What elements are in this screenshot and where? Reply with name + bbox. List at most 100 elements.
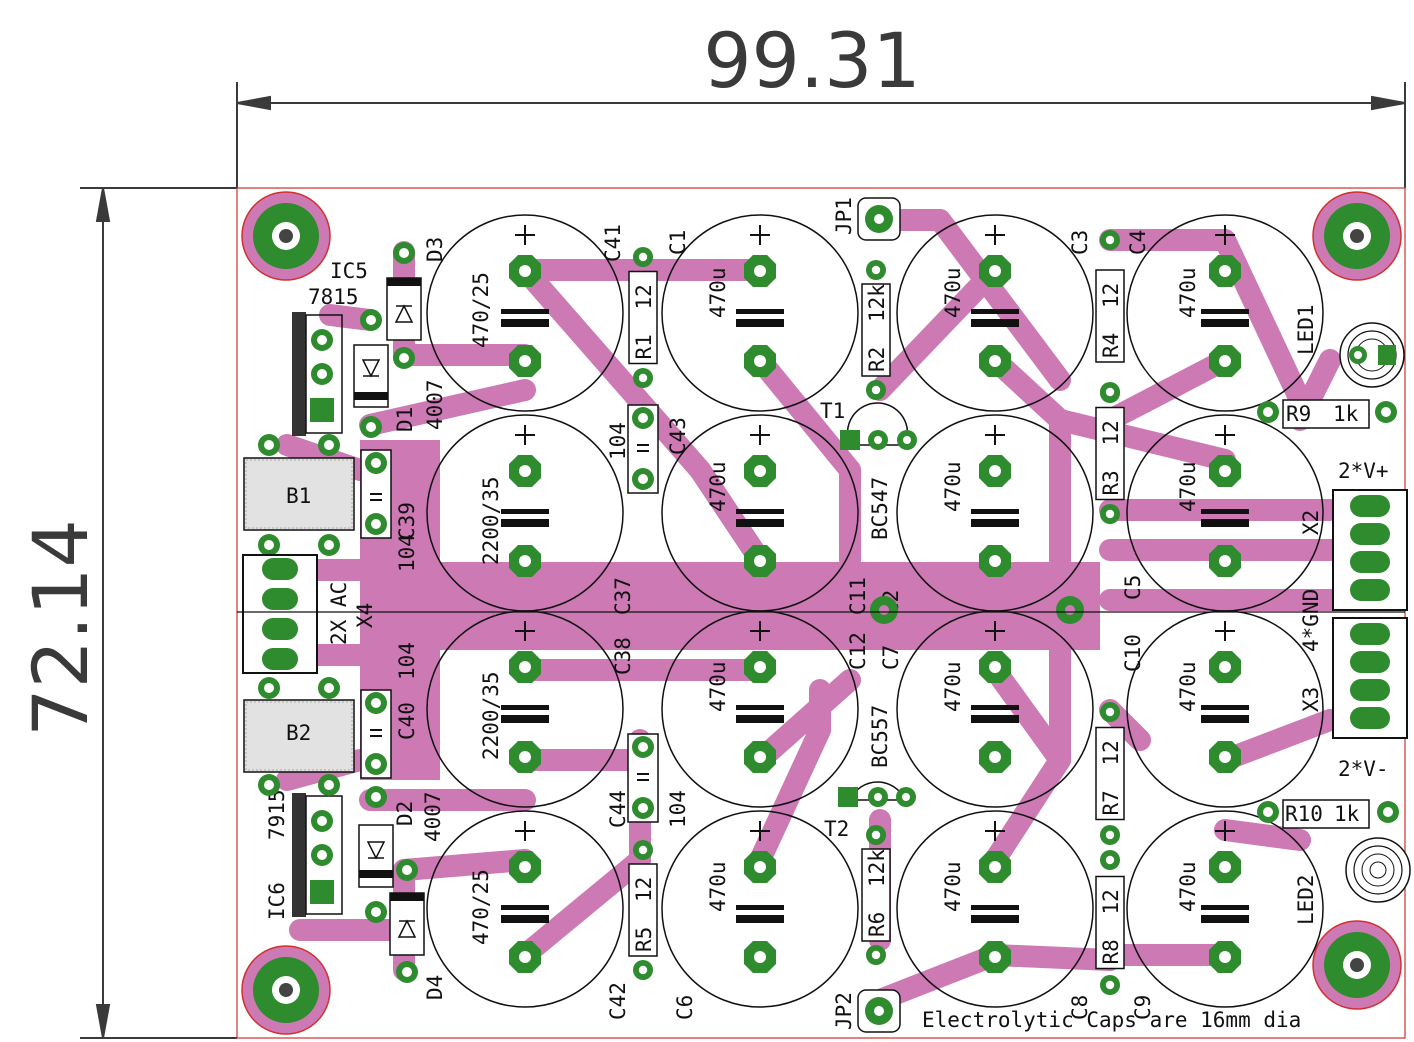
- c11-ref: C11: [846, 577, 870, 615]
- c38-value: 2200/35: [479, 671, 503, 760]
- resistor-r3: R3 12: [1095, 383, 1125, 524]
- led-led2: LED2: [1294, 837, 1411, 925]
- c9-value: 470u: [1176, 861, 1200, 912]
- r7-value: 12: [1099, 740, 1123, 765]
- led2-ref: LED2: [1294, 874, 1318, 925]
- mounting-hole-tr: [1312, 191, 1402, 281]
- r4-value: 12: [1099, 283, 1123, 308]
- b2-ref: B2: [286, 721, 311, 745]
- c41-value: 470/25: [469, 272, 493, 348]
- c3-ref: C3: [1068, 230, 1092, 255]
- ic6-value: 7915: [265, 789, 289, 840]
- c1-value: 470u: [706, 267, 730, 318]
- ic6-ref: IC6: [265, 882, 289, 920]
- r9-value: 1k: [1333, 402, 1359, 426]
- connector-x4: 2X AC X4: [242, 554, 377, 674]
- r2-value: 12k: [865, 284, 889, 322]
- c5-ref: C5: [1121, 575, 1145, 600]
- r9-ref: R9: [1286, 402, 1311, 426]
- b1-ref: B1: [286, 484, 311, 508]
- resistor-r1: R1 12: [628, 247, 658, 388]
- d2-value: 4007: [421, 791, 445, 842]
- t1-ref: T1: [820, 399, 845, 423]
- board-note: Electrolytic Caps are 16mm dia: [922, 1008, 1301, 1032]
- t1-value: BC547: [868, 477, 892, 540]
- jumper-jp1: JP1: [832, 197, 901, 241]
- c39-value: 104: [395, 534, 419, 572]
- x2-label: 2*V+: [1338, 459, 1389, 483]
- r3-ref: R3: [1099, 470, 1123, 495]
- c6-ref: C6: [673, 995, 697, 1020]
- resistor-r2: R2 12k: [861, 260, 891, 400]
- mounting-hole-tl: [241, 191, 331, 281]
- c10-ref: C10: [1121, 634, 1145, 672]
- r10-value: 1k: [1334, 802, 1360, 826]
- r2-ref: R2: [865, 347, 889, 372]
- electrolytic-c3: 470u C3: [896, 214, 1094, 412]
- t2-value: BC557: [868, 705, 892, 768]
- c4-ref: C4: [1126, 230, 1150, 255]
- r3-value: 12: [1099, 420, 1123, 445]
- diode-d2: D2 4007: [358, 786, 445, 923]
- c40-value: 104: [395, 642, 419, 680]
- c8-value: 470u: [941, 861, 965, 912]
- d1-ref: D1: [393, 407, 417, 432]
- c11-value: 470u: [706, 461, 730, 512]
- r1-ref: R1: [632, 334, 656, 359]
- r8-value: 12: [1099, 889, 1123, 914]
- x4-label: 2X AC: [327, 582, 351, 645]
- c12-ref: C12: [846, 632, 870, 670]
- c39-ref: C39: [395, 502, 419, 540]
- c8-ref: C8: [1068, 995, 1092, 1020]
- x3-ref: X3: [1299, 687, 1323, 712]
- led-led1: LED1: [1294, 304, 1405, 388]
- bridge-b1: B1: [243, 434, 355, 556]
- c37-ref: C37: [611, 577, 635, 615]
- jumper-jp2: JP2: [832, 989, 901, 1033]
- c12-value: 470u: [706, 661, 730, 712]
- r6-ref: R6: [865, 912, 889, 937]
- x4-ref: X4: [353, 603, 377, 628]
- ground-vias: [870, 596, 1084, 624]
- d4-ref: D4: [423, 975, 447, 1000]
- ic5-value: 7815: [308, 285, 359, 309]
- c42-value: 470/25: [469, 869, 493, 945]
- r1-value: 12: [632, 284, 656, 309]
- connector-x3: 2*V- X3: [1299, 617, 1408, 781]
- c43-value: 104: [606, 422, 630, 460]
- c41-ref: C41: [601, 224, 625, 262]
- transistor-t1: T1 BC547: [820, 399, 917, 540]
- cap-c43: C43 104: [606, 404, 690, 494]
- connector-x2: 2*V+ X2: [1299, 459, 1408, 611]
- regulator-ic5: IC5 7815: [292, 259, 368, 436]
- c7-ref: C7: [879, 645, 903, 670]
- resistor-r10: R10 1k: [1257, 799, 1399, 829]
- c44-ref: C44: [606, 790, 630, 828]
- r5-ref: R5: [632, 927, 656, 952]
- electrolytic-c41: 470/25 C41: [426, 214, 625, 412]
- c3-value: 470u: [941, 267, 965, 318]
- c9-ref: C9: [1131, 995, 1155, 1020]
- t2-ref: T2: [824, 817, 849, 841]
- c44-value: 104: [666, 790, 690, 828]
- bridge-b2: B2: [243, 677, 355, 796]
- mounting-hole-br: [1312, 920, 1402, 1010]
- r7-ref: R7: [1099, 790, 1123, 815]
- led1-ref: LED1: [1294, 304, 1318, 355]
- gnd-label: 4*GND: [1299, 589, 1323, 652]
